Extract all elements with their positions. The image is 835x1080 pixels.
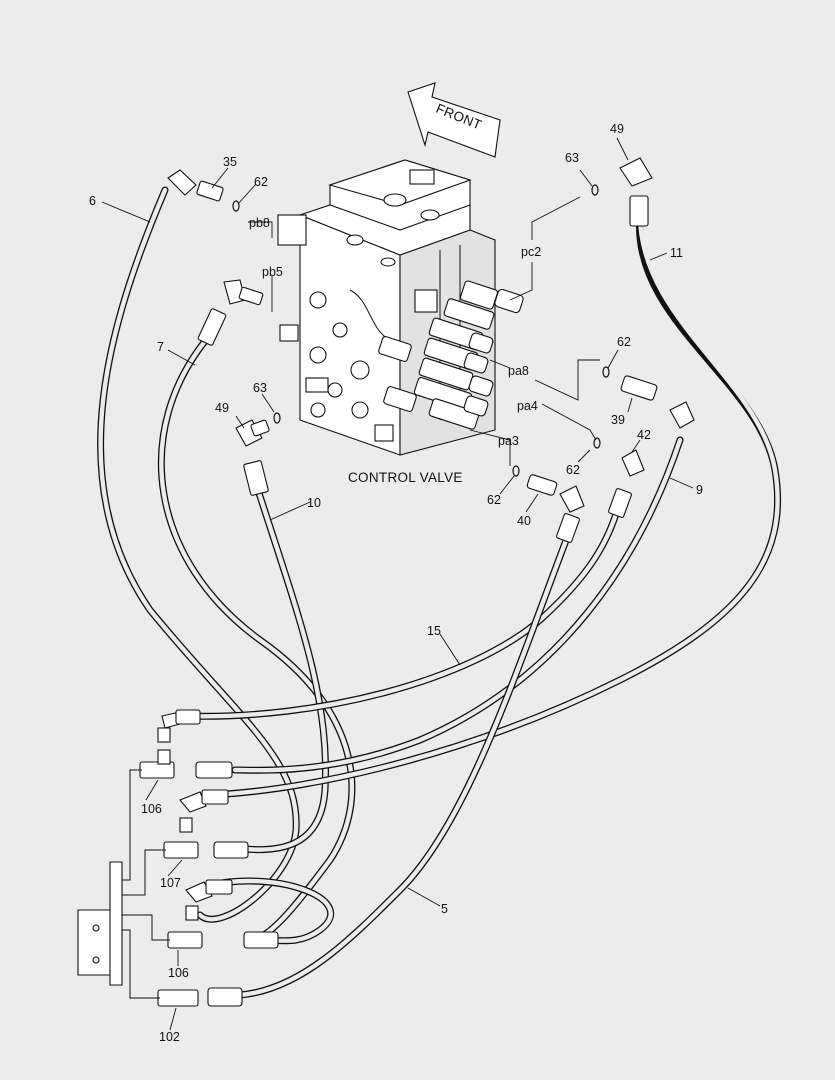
label-pa3: pa3: [498, 434, 519, 448]
label-63: 63: [565, 151, 579, 165]
label-pa8: pa8: [508, 364, 529, 378]
spool-cartridges: [374, 280, 524, 442]
label-102: 102: [159, 1030, 180, 1044]
label-pb8: pb8: [249, 216, 270, 230]
hoses: [97, 186, 782, 999]
fittings: [77, 157, 695, 1007]
leader-lines: [101, 137, 694, 1031]
control-valve-block: [277, 159, 524, 456]
label-42: 42: [637, 428, 651, 442]
label-62: 62: [254, 175, 268, 189]
label-107: 107: [160, 876, 181, 890]
label-62: 62: [617, 335, 631, 349]
label-5: 5: [441, 902, 448, 916]
label-49: 49: [610, 122, 624, 136]
label-6: 6: [89, 194, 96, 208]
control-valve-title: CONTROL VALVE: [348, 470, 463, 485]
label-7: 7: [157, 340, 164, 354]
label-49: 49: [215, 401, 229, 415]
label-40: 40: [517, 514, 531, 528]
front-arrow: FRONT: [407, 82, 501, 158]
label-63: 63: [253, 381, 267, 395]
label-10: 10: [307, 496, 321, 510]
label-62: 62: [487, 493, 501, 507]
label-15: 15: [427, 624, 441, 638]
part-labels: 6 35 62 pb8 pb5 7 63 49 10 49 63 pc2 11 …: [89, 122, 703, 1044]
label-106: 106: [141, 802, 162, 816]
label-106: 106: [168, 966, 189, 980]
label-62: 62: [566, 463, 580, 477]
label-39: 39: [611, 413, 625, 427]
label-pa4: pa4: [517, 399, 538, 413]
label-9: 9: [696, 483, 703, 497]
label-11: 11: [670, 246, 683, 260]
label-pb5: pb5: [262, 265, 283, 279]
label-pc2: pc2: [521, 245, 541, 259]
label-35: 35: [223, 155, 237, 169]
